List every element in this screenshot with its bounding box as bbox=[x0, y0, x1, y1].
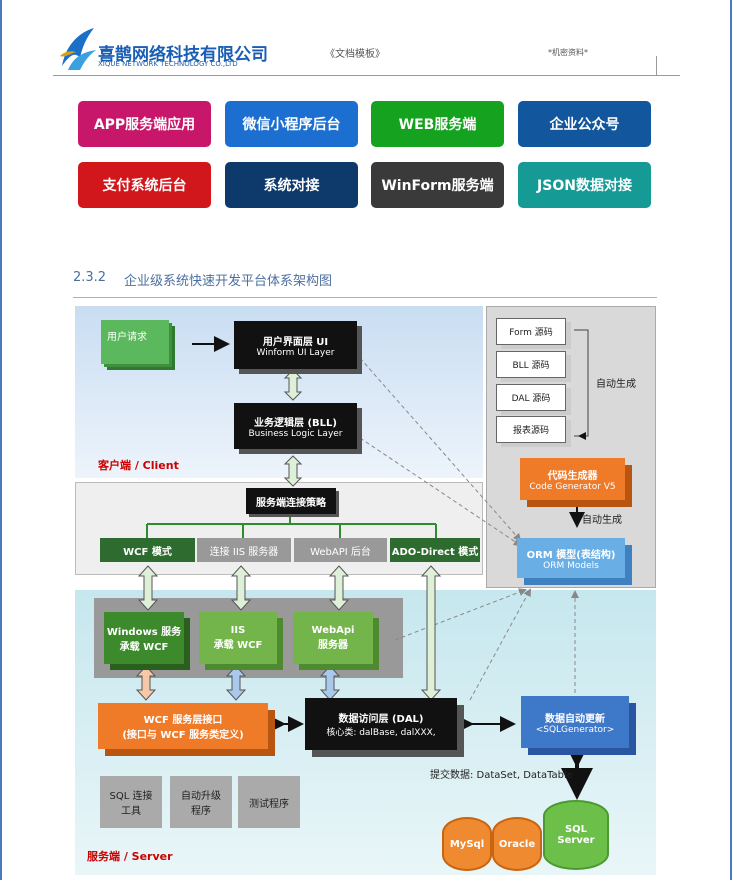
tile-payment-backend: 支付系统后台 bbox=[78, 162, 211, 208]
source-report: 报表源码 bbox=[496, 416, 566, 443]
client-label: 客户端 / Client bbox=[98, 459, 179, 472]
user-request: 用户请求 bbox=[101, 320, 169, 364]
tile-wechat-miniprogram: 微信小程序后台 bbox=[225, 101, 358, 147]
orm-sub: ORM Models bbox=[543, 560, 599, 571]
header-divider bbox=[656, 56, 657, 76]
user-request-label: 用户请求 bbox=[107, 332, 147, 343]
ui-layer: 用户界面层 UI Winform UI Layer bbox=[234, 321, 357, 369]
dal-sub: 核心类: dalBase, dalXXX, bbox=[326, 728, 436, 738]
server-label: 服务端 / Server bbox=[87, 850, 173, 863]
page-left-border bbox=[0, 0, 2, 880]
conn-mode-webapi: WebAPI 后台 bbox=[294, 538, 387, 562]
tile-official-account: 企业公众号 bbox=[518, 101, 651, 147]
bll-layer-title: 业务逻辑层 (BLL) bbox=[254, 417, 337, 429]
dal-title: 数据访问层 (DAL) bbox=[338, 714, 424, 725]
source-dal: DAL 源码 bbox=[496, 384, 566, 411]
host-windows-sub: 承载 WCF bbox=[119, 642, 169, 653]
orm-models: ORM 模型(表结构) ORM Models bbox=[517, 538, 625, 578]
section-number: 2.3.2 bbox=[73, 270, 107, 285]
db-auto-update: 数据自动更新 <SQLGenerator> bbox=[521, 696, 629, 748]
dal-layer: 数据访问层 (DAL) 核心类: dalBase, dalXXX, bbox=[305, 698, 457, 750]
host-windows-service: Windows 服务 承载 WCF bbox=[104, 612, 184, 664]
code-generator: 代码生成器 Code Generator V5 bbox=[520, 458, 625, 500]
conn-mode-ado: ADO-Direct 模式 bbox=[390, 538, 480, 562]
company-name-en: XIQUE NETWORK TECHNOLOGY CO.,LTD bbox=[98, 60, 238, 68]
sql-server-title: SQL bbox=[564, 824, 588, 835]
tile-system-integration: 系统对接 bbox=[225, 162, 358, 208]
wcf-interface-sub: (接口与 WCF 服务类定义) bbox=[122, 730, 244, 741]
tool-test: 测试程序 bbox=[238, 776, 300, 828]
db-oracle: Oracle bbox=[492, 817, 542, 871]
section-rule bbox=[73, 297, 657, 298]
connect-strategy: 服务端连接策略 bbox=[246, 488, 336, 514]
wcf-interface-title: WCF 服务层接口 bbox=[143, 715, 223, 726]
tool-sql-connect: SQL 连接 工具 bbox=[100, 776, 162, 828]
confidential-label: *机密资料* bbox=[548, 48, 588, 57]
section-title: 企业级系统快速开发平台体系架构图 bbox=[124, 274, 333, 289]
page-right-border bbox=[730, 0, 732, 880]
host-windows-title: Windows 服务 bbox=[106, 627, 182, 638]
host-iis-sub: 承载 WCF bbox=[213, 640, 263, 651]
db-mysql: MySql bbox=[442, 817, 492, 871]
db-update-sub: <SQLGenerator> bbox=[535, 724, 615, 735]
tile-app-server: APP服务端应用 bbox=[78, 101, 211, 147]
wcf-interface: WCF 服务层接口 (接口与 WCF 服务类定义) bbox=[98, 703, 268, 749]
conn-mode-iis: 连接 IIS 服务器 bbox=[197, 538, 291, 562]
header-rule bbox=[53, 75, 680, 76]
host-iis-title: IIS bbox=[230, 625, 246, 636]
conn-mode-wcf: WCF 模式 bbox=[100, 538, 195, 562]
sql-server-sub: Server bbox=[557, 835, 595, 846]
bll-layer: 业务逻辑层 (BLL) Business Logic Layer bbox=[234, 403, 357, 449]
db-sql-server: SQL Server bbox=[543, 800, 609, 870]
submit-data-label: 提交数据: DataSet, DataTable bbox=[430, 770, 573, 781]
db-update-title: 数据自动更新 bbox=[545, 713, 605, 725]
host-webapi: WebApi 服务器 bbox=[293, 612, 373, 664]
code-generator-sub: Code Generator V5 bbox=[529, 481, 616, 492]
ui-layer-title: 用户界面层 UI bbox=[262, 336, 329, 348]
host-webapi-sub: 服务器 bbox=[318, 640, 348, 651]
doc-template-label: 《文档模板》 bbox=[325, 49, 385, 60]
source-form: Form 源码 bbox=[496, 318, 566, 345]
orm-title: ORM 模型(表结构) bbox=[526, 549, 616, 561]
code-generator-title: 代码生成器 bbox=[547, 470, 598, 482]
host-webapi-title: WebApi bbox=[311, 625, 355, 636]
tile-json-integration: JSON数据对接 bbox=[518, 162, 651, 208]
magpie-logo-icon bbox=[60, 28, 96, 70]
tile-web-server: WEB服务端 bbox=[371, 101, 504, 147]
tile-winform-server: WinForm服务端 bbox=[371, 162, 504, 208]
host-iis: IIS 承载 WCF bbox=[199, 612, 277, 664]
tool-auto-upgrade: 自动升级 程序 bbox=[170, 776, 232, 828]
auto-generate-label: 自动生成 bbox=[596, 379, 636, 390]
bll-layer-sub: Business Logic Layer bbox=[248, 428, 343, 439]
source-bll: BLL 源码 bbox=[496, 351, 566, 378]
auto-generate-label-2: 自动生成 bbox=[582, 515, 622, 526]
company-name: 喜鹊网络科技有限公司 bbox=[98, 45, 268, 65]
ui-layer-sub: Winform UI Layer bbox=[256, 347, 335, 358]
